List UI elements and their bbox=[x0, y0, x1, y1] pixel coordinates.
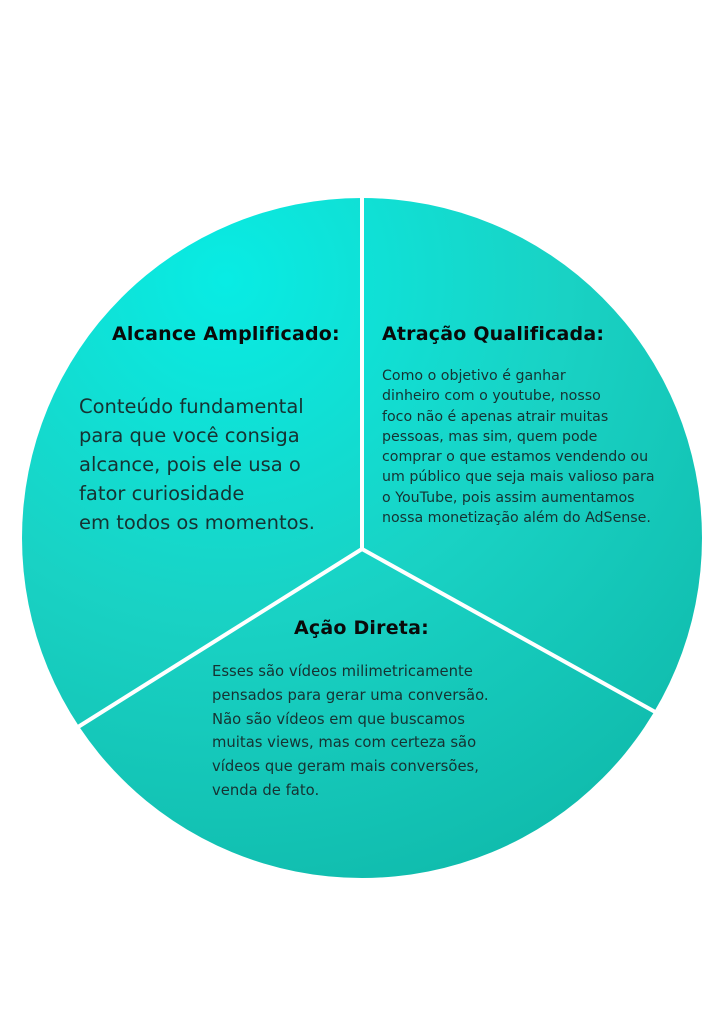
divider-left bbox=[76, 547, 364, 729]
segment-title-acao: Ação Direta: bbox=[294, 617, 429, 639]
segment-title-alcance: Alcance Amplificado: bbox=[112, 323, 340, 345]
segment-body-atracao: Como o objetivo é ganhar dinheiro com o … bbox=[382, 368, 655, 527]
segment-body-alcance: Conteúdo fundamental para que você consi… bbox=[79, 395, 315, 534]
divider-right bbox=[361, 547, 658, 715]
segment-body-acao: Esses são vídeos milimetricamente pensad… bbox=[212, 663, 489, 799]
segment-title-atracao: Atração Qualificada: bbox=[382, 323, 605, 345]
